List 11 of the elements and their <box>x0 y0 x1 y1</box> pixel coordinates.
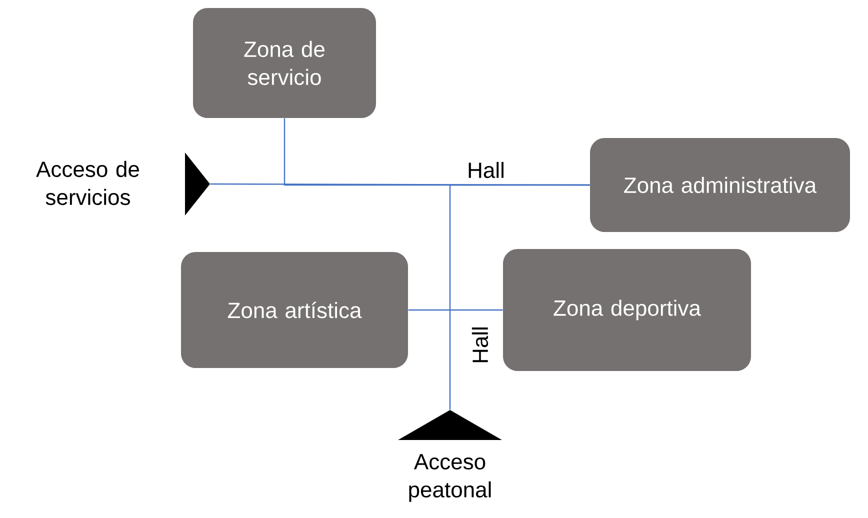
zone-box: Zona artística <box>181 252 408 368</box>
hall-line <box>449 184 590 410</box>
zone-box: Zona de servicio <box>193 8 376 118</box>
entrance-triangle <box>185 152 210 216</box>
access-label: Acceso de servicios <box>36 160 139 206</box>
zone-box: Zona administrativa <box>590 138 850 232</box>
hall-label: Hall <box>472 328 488 362</box>
zone-box: Zona deportiva <box>503 249 751 371</box>
entrance-triangle <box>398 410 502 440</box>
hall-label: Hall <box>468 162 504 178</box>
hall-line <box>408 309 503 311</box>
